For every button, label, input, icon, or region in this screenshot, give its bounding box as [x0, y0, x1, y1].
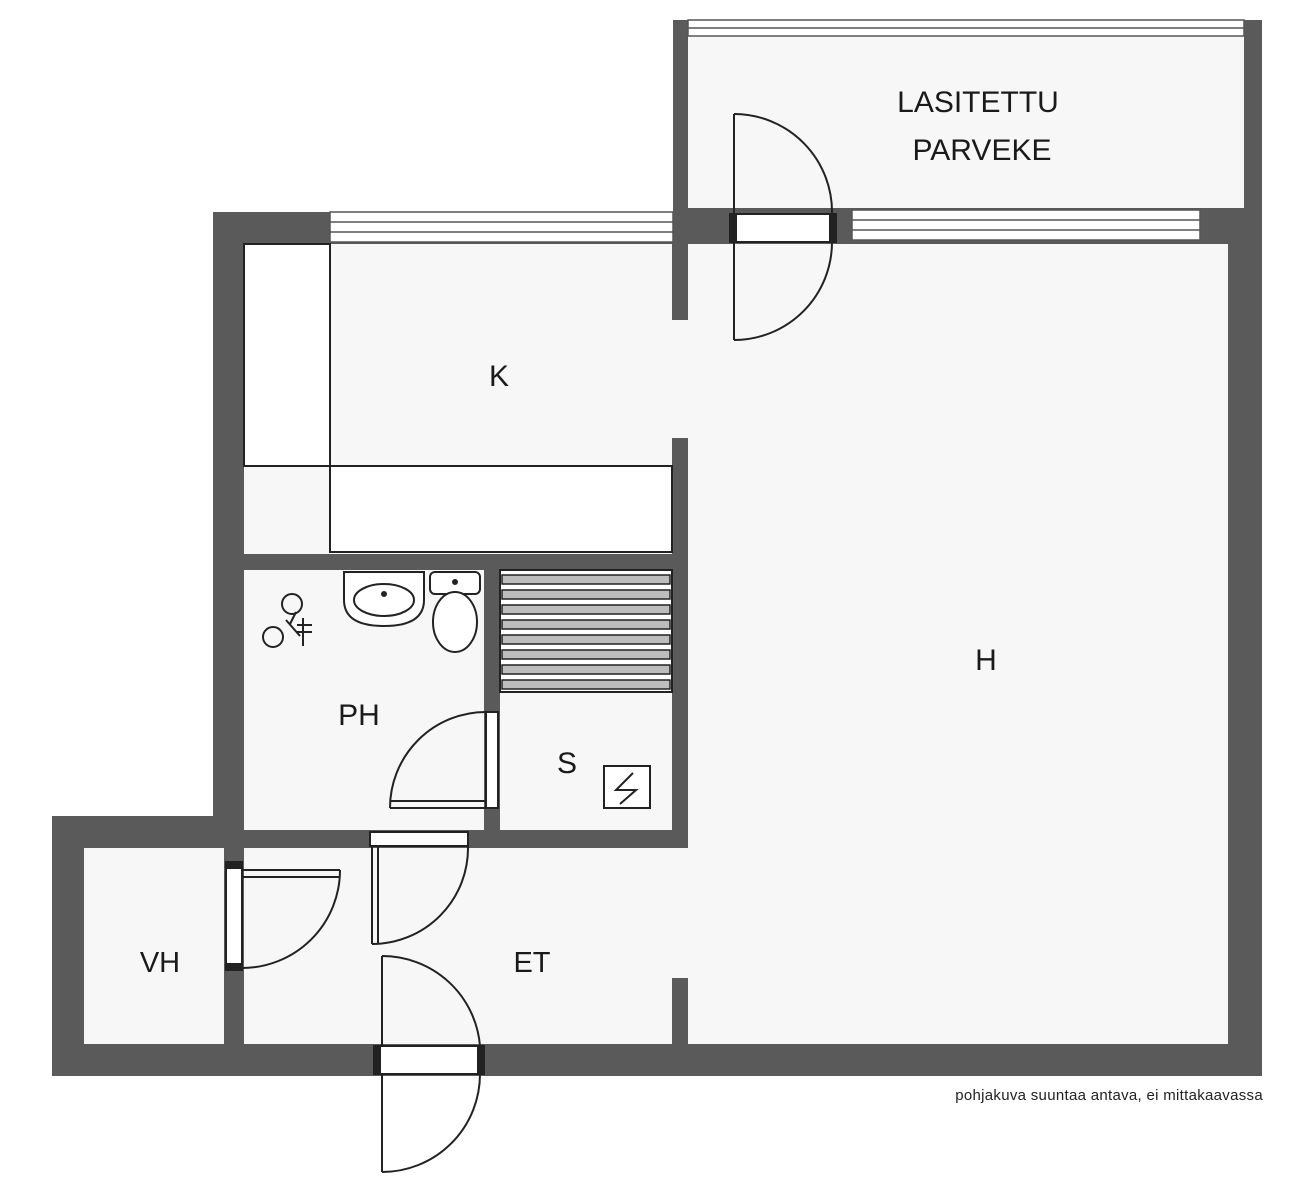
balcony-floor: [688, 36, 1244, 208]
counter-left: [243, 243, 331, 467]
door-swing-icon: [389, 711, 499, 809]
door-swing-icon: [373, 954, 485, 1173]
windows: [329, 19, 1245, 243]
hall-label: ET: [513, 947, 550, 979]
sink-icon: [343, 571, 425, 628]
window-icon: [329, 211, 674, 243]
toilet-icon: [429, 571, 481, 653]
shower-icon: [262, 593, 312, 648]
living-room-label: H: [975, 644, 997, 677]
closet-label: VH: [140, 947, 180, 979]
kitchen-counters: [243, 243, 673, 553]
door-swing-icon: [369, 831, 470, 945]
plan-disclaimer: pohjakuva suuntaa antava, ei mittakaavas…: [955, 1087, 1263, 1104]
window-icon: [851, 209, 1201, 241]
electric-panel-icon: [603, 765, 651, 809]
balcony-label-line2: PARVEKE: [913, 134, 1052, 167]
kitchen-label: K: [489, 360, 509, 393]
counter-bottom: [329, 465, 673, 553]
closet-floor: [84, 848, 224, 1044]
sauna-label: S: [557, 747, 577, 780]
sauna-bench: [499, 569, 673, 693]
door-swing-icon: [729, 113, 837, 341]
hall-floor: [244, 848, 688, 1044]
living-room-floor: [688, 244, 1228, 1044]
hall-living-opening: [672, 848, 690, 978]
bathroom-label: PH: [338, 699, 380, 732]
kitchen-living-opening: [672, 320, 690, 438]
door-swing-icon: [225, 861, 341, 971]
balcony-label-line1: LASITETTU: [897, 86, 1059, 119]
doors: [225, 113, 837, 1173]
